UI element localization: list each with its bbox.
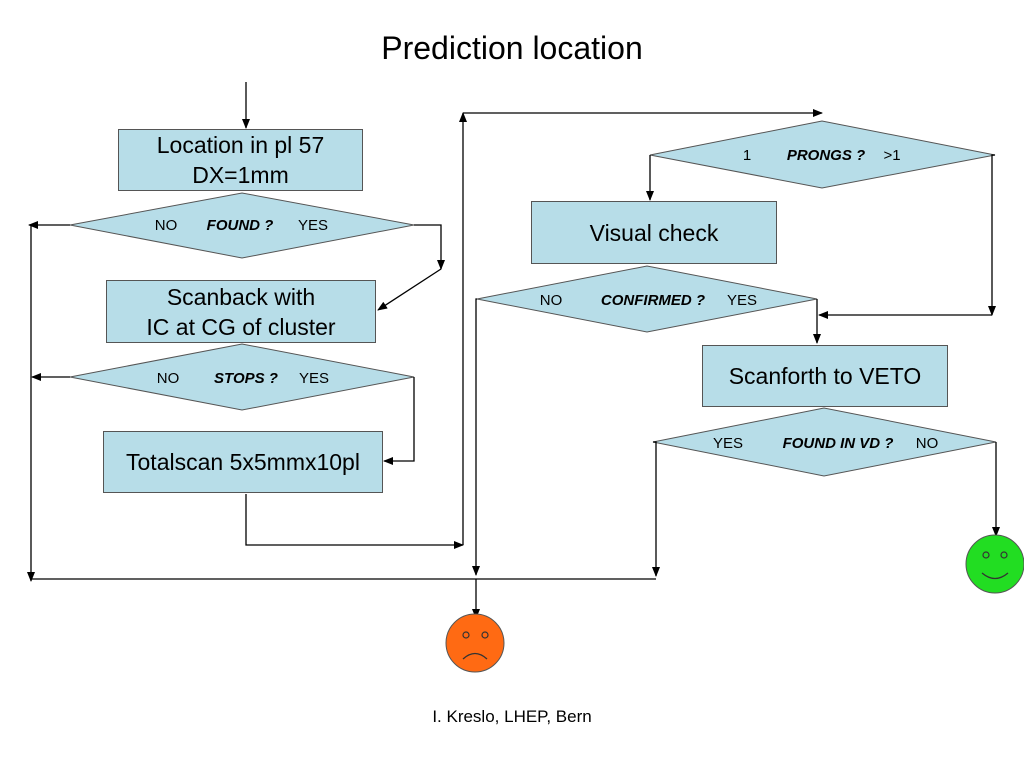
found-label-yes: YES	[298, 217, 328, 234]
location-box: Location in pl 57 DX=1mm	[118, 129, 363, 191]
prongs-label-many: >1	[883, 147, 900, 164]
confirmed-label-question: CONFIRMED ?	[601, 292, 705, 309]
found-vd-yes-connector	[652, 441, 660, 577]
stops-label-yes: YES	[299, 370, 329, 387]
found-label-question: FOUND ?	[207, 217, 274, 234]
found-label-no: NO	[155, 217, 178, 234]
scanback-box: Scanback with IC at CG of cluster	[106, 280, 376, 343]
prongs-label-one: 1	[743, 147, 751, 164]
found-vd-label-no: NO	[916, 435, 939, 452]
sad-face-icon	[445, 613, 505, 673]
found-yes-connector	[414, 224, 445, 270]
prongs-label-question: PRONGS ?	[787, 147, 865, 164]
scanforth-box: Scanforth to VETO	[702, 345, 948, 407]
page-title: Prediction location	[381, 30, 643, 66]
confirmed-label-no: NO	[540, 292, 563, 309]
totalscan-exit-connector	[245, 494, 464, 549]
confirmed-label-yes: YES	[727, 292, 757, 309]
visual-check-box: Visual check	[531, 201, 777, 264]
happy-face-icon	[965, 534, 1024, 594]
confirmed-no-connector	[472, 298, 480, 576]
stops-label-question: STOPS ?	[214, 370, 278, 387]
prongs-many-connector	[988, 154, 996, 316]
found-vd-label-question: FOUND IN VD ?	[783, 435, 894, 452]
stops-label-no: NO	[157, 370, 180, 387]
found-yes-arrow	[377, 268, 442, 311]
found-vd-label-yes: YES	[713, 435, 743, 452]
footer-credit: I. Kreslo, LHEP, Bern	[432, 707, 592, 726]
stops-yes-connector	[383, 377, 415, 465]
totalscan-box: Totalscan 5x5mmx10pl	[103, 431, 383, 493]
